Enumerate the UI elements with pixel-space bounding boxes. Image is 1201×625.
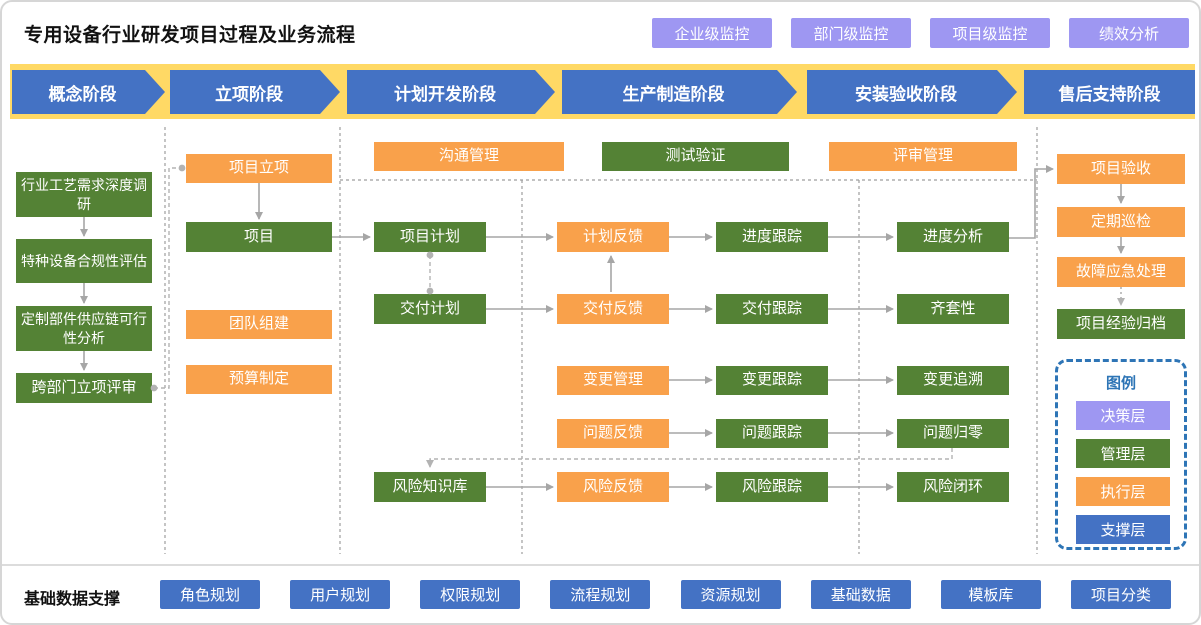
monitor-button-enterprise[interactable]: 企业级监控 [652,18,772,48]
node-review-mgmt: 评审管理 [829,142,1017,171]
node-archive: 项目经验归档 [1057,309,1185,339]
node-inspection: 定期巡检 [1057,207,1185,237]
node-approval: 项目立项 [186,154,332,183]
legend-title: 图例 [1105,375,1136,392]
footer-button-roles[interactable]: 角色规划 [160,580,260,609]
node-acceptance: 项目验收 [1057,154,1185,184]
node-change-track: 变更跟踪 [716,366,828,395]
footer-button-users[interactable]: 用户规划 [290,580,391,609]
node-issue-track: 问题跟踪 [716,419,828,448]
node-emergency: 故障应急处理 [1057,257,1185,287]
legend-item-support: 支撑层 [1076,515,1170,544]
node-delivery-track: 交付跟踪 [716,294,828,324]
node-change-trace: 变更追溯 [897,366,1009,395]
stage-chevron-manufacturing: 生产制造阶段 [562,70,797,114]
node-kitting: 齐套性 [897,294,1009,324]
flow-canvas: 行业工艺需求深度调研特种设备合规性评估定制部件供应链可行性分析跨部门立项评审 项目… [2,119,1199,565]
page-title: 专用设备行业研发项目过程及业务流程 [24,25,356,46]
footer-button-project-categories[interactable]: 项目分类 [1070,580,1171,609]
stage-chevron-initiation: 立项阶段 [170,70,340,114]
node-plan-fb: 计划反馈 [557,222,669,252]
footer-button-templates[interactable]: 模板库 [940,580,1041,609]
footer-button-resources[interactable]: 资源规划 [680,580,781,609]
footer-button-process[interactable]: 流程规划 [550,580,651,609]
node-project: 项目 [186,222,332,252]
node-progress-track: 进度跟踪 [716,222,828,252]
stage-chevron-plan-development: 计划开发阶段 [347,70,555,114]
legend-box: 图例 决策层管理层执行层支撑层 [1055,359,1187,550]
edge-review-to-approval [154,167,182,389]
node-test: 测试验证 [602,142,789,171]
stage-chevron-after-sales: 售后支持阶段 [1024,70,1195,114]
node-risk-close: 风险闭环 [897,472,1009,502]
stage-chevron-concept: 概念阶段 [12,70,165,114]
legend-item-management: 管理层 [1076,439,1170,468]
monitor-button-performance[interactable]: 绩效分析 [1069,18,1189,48]
node-progress-analysis: 进度分析 [897,222,1009,252]
monitor-button-bar: 企业级监控部门级监控项目级监控绩效分析 [652,18,1189,48]
node-issue-fb: 问题反馈 [557,419,669,448]
node-risk-kb: 风险知识库 [374,472,486,502]
node-risk-track: 风险跟踪 [716,472,828,502]
node-delivery-plan: 交付计划 [374,294,486,324]
node-issue-zero: 问题归零 [897,419,1009,448]
node-team: 团队组建 [186,310,332,339]
node-survey: 行业工艺需求深度调研 [16,172,152,217]
node-supplychain: 定制部件供应链可行性分析 [16,306,152,351]
node-plan: 项目计划 [374,222,486,252]
legend-item-decision: 决策层 [1076,401,1170,430]
footer-button-permissions[interactable]: 权限规划 [420,580,521,609]
stage-chevron-installation-acceptance: 安装验收阶段 [807,70,1017,114]
node-comm: 沟通管理 [374,142,564,171]
edge-progress-analysis-to-acceptance [1009,165,1054,239]
footer-divider [2,564,1199,566]
node-compliance: 特种设备合规性评估 [16,239,152,283]
footer-button-base-data[interactable]: 基础数据 [810,580,911,609]
node-review: 跨部门立项评审 [16,373,152,403]
connector-dot [178,164,186,172]
node-change-mgmt: 变更管理 [557,366,669,395]
footer-label: 基础数据支撑 [24,591,121,608]
node-budget: 预算制定 [186,365,332,394]
edge-issue-zero-to-risk-kb [426,448,953,468]
node-risk-fb: 风险反馈 [557,472,669,502]
monitor-button-department[interactable]: 部门级监控 [791,18,911,48]
connector-dot [426,251,434,259]
footer-button-bar: 角色规划 用户规划权限规划流程规划资源规划基础数据模板库项目分类 [160,580,1171,609]
node-delivery-fb: 交付反馈 [557,294,669,324]
monitor-button-project-level[interactable]: 项目级监控 [930,18,1050,48]
legend-item-execution: 执行层 [1076,477,1170,506]
